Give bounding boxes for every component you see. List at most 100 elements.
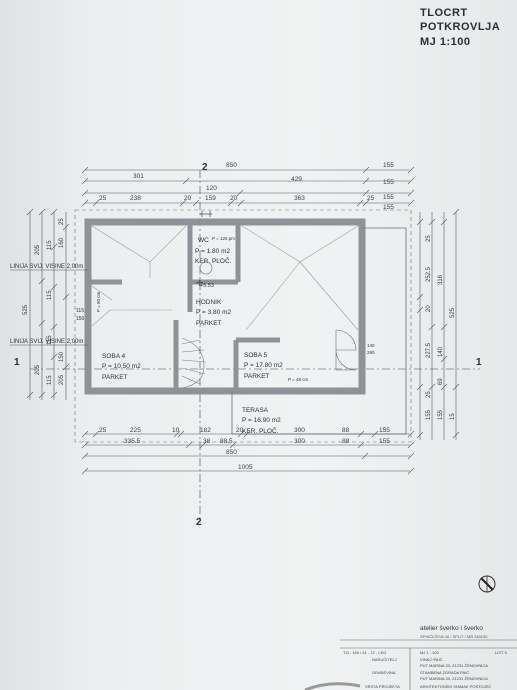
section-mark-left: 1 [14,357,20,368]
dim-bottom-row2-3: 300 [294,438,305,445]
dim-bottom-row1-0: 25 [99,427,107,434]
dim-bottom-row1-7: 155 [379,427,390,434]
room-wc-name: WC [198,237,209,244]
room-hodnik-floor: PARKET [196,320,222,327]
north-arrow-icon [478,575,496,593]
tb-row5-key: VRSTA PROJEKTA [365,684,400,689]
dim-right-2: 20 [426,305,432,312]
dim-top-row4-5: 363 [294,195,305,202]
dim-bottom-row2-2: 88.5 [220,438,233,445]
dim-top-row3-0: 120 [206,185,217,192]
dim-bottom-row1-5: 300 [294,427,305,434]
tb-row1-key: NARUČITELJ [372,657,397,662]
dim-top-row4-1: 238 [130,195,141,202]
top-dimension-lines [81,166,415,207]
left-115-label: 115 [76,308,84,314]
room-soba4-name: SOBA 4 [102,353,126,360]
dim-bottom-row2-0: 335.5 [124,438,141,445]
left-dimension-lines [26,208,70,400]
dim-right-11: 15 [450,413,456,420]
left-dimension-values: 205 115 205 25 525 115 160 115 205 150 1… [23,218,65,385]
dim-top-row4-3: 159 [205,195,216,202]
room-labels: WC P = 125 pm P = 1.80 m2 KER. PLOČ. +5.… [76,236,375,435]
dim-bottom-row1-4: 20 [236,427,244,434]
wall-note-upper: LINIJA SVIJ. VISINE 2,00m [10,264,83,270]
room-soba4-area: P = 10.50 m2 [102,363,141,370]
left-opening-label: P = 80 cm [96,291,101,312]
dim-bottom-row1-6: 88 [342,427,350,434]
building: ✛ [74,209,412,443]
dim-left-7: 115 [47,335,53,345]
dim-left-9: 150 [59,351,65,362]
room-hodnik-note: +5.53 [200,283,214,289]
tb-row5-val: ARHITEKTONSKI SNIMAK POSTOJEĆ [420,684,491,689]
tb-row4-val: PUT MARINA 33, 21231 ŽRNOVNICA [420,676,488,681]
dim-top-row3-1: 155 [383,194,394,201]
dim-left-3: 25 [59,218,65,225]
dim-bottom-row1-1: 225 [130,427,141,434]
dim-bottom-overall: 850 [226,449,237,456]
drawing-title: TLOCRT [420,7,468,19]
dim-left-0: 205 [35,244,41,255]
wall-note-lower: LINIJA SVIJ. VISINE 2,00m [10,339,83,345]
room-wc-area: P = 1.80 m2 [195,248,230,255]
dim-right-0: 25 [426,235,432,242]
right-dimension-values: 25 252.5 20 227.5 25 155 316 140 69 525 … [426,235,456,420]
drawing-scale: MJ 1:100 [420,36,471,48]
dim-left-5: 115 [47,290,53,300]
room-wc-floor: KER. PLOČ. [195,256,232,265]
dim-right-5: 155 [426,409,432,420]
tb-row3-key: GRAĐEVINA [372,670,396,675]
title-block: atelier šverko i šverko SPINČIĆEVA 16 / … [304,625,517,690]
dim-left-8: 205 [59,374,65,385]
dim-bottom-row1-2: 10 [172,427,180,434]
dim-left-4: 525 [23,304,29,315]
dim-bottom-row2-5: 155 [379,438,390,445]
room-terasa-name: TERASA [242,407,269,414]
svg-text:✛: ✛ [196,278,204,288]
firm-address: SPINČIĆEVA 16 / SPLIT / MB 349130 [420,634,488,639]
room-soba5-note: P = 48 cm [288,377,309,382]
tb-row0-key: T.D.: 169 / 41 - 12 - LEG [343,650,386,655]
dim-top-row2-2: 155 [383,179,394,186]
room-terasa-area: P = 16.90 m2 [242,417,281,424]
section-mark-bottom: 2 [196,517,202,528]
dim-left-6: 160 [59,237,65,248]
room-hodnik-name: HODNIK [196,299,222,306]
room-terasa-floor: KER. PLOČ. [242,426,279,435]
dim-top-row2-0: 301 [133,173,144,180]
tb-row1-val: VINKO PAIĆ [420,657,443,662]
right-dimension-lines [416,208,460,440]
bottom-dimension-values: 25 225 10 182 20 300 88 155 335.5 38 88.… [99,427,390,471]
dim-left-10: 115 [47,375,53,385]
bottom-dimension-lines [81,430,415,475]
dim-top-row4-7: 155 [383,204,394,211]
dim-right-3: 227.5 [426,342,432,358]
room-soba5-area: P = 17.80 m2 [244,362,283,369]
tb-row3-val: STAMBENA ZGRADA PAIĆ [420,670,469,675]
dim-overall-top: 850 [226,162,237,169]
room-hodnik-area: P = 3.80 m2 [196,309,231,316]
dim-left-2: 205 [35,364,41,375]
dim-bottom-row1-3: 182 [200,427,211,434]
tb-row2-val: PUT MARINA 33, 21231 ŽRNOVNICA [420,663,488,668]
room-soba5-name: SOBA 5 [244,352,268,359]
stairs [181,337,207,389]
dim-right-4: 25 [426,391,432,398]
top-dimension-values: 850 155 301 429 155 120 155 25 238 20 15… [99,162,394,211]
dim-top-row1-2: 155 [383,162,394,169]
dim-top-row4-4: 20 [230,195,238,202]
room-soba4-floor: PARKET [102,374,128,381]
dim-bottom-row2-4: 88 [342,438,350,445]
dim-top-row4-0: 25 [99,195,107,202]
tb-row0-right: LIST 9 [495,650,507,655]
wall-height-notes: LINIJA SVIJ. VISINE 2,00m LINIJA SVIJ. V… [10,264,88,346]
door-height-label: 280 [367,350,375,355]
dim-right-9: 525 [450,307,456,318]
dim-right-7: 140 [438,346,444,357]
dim-bottom-total: 1005 [238,464,253,471]
dim-top-row4-2: 20 [184,195,192,202]
door-width-label: 140 [367,343,375,348]
